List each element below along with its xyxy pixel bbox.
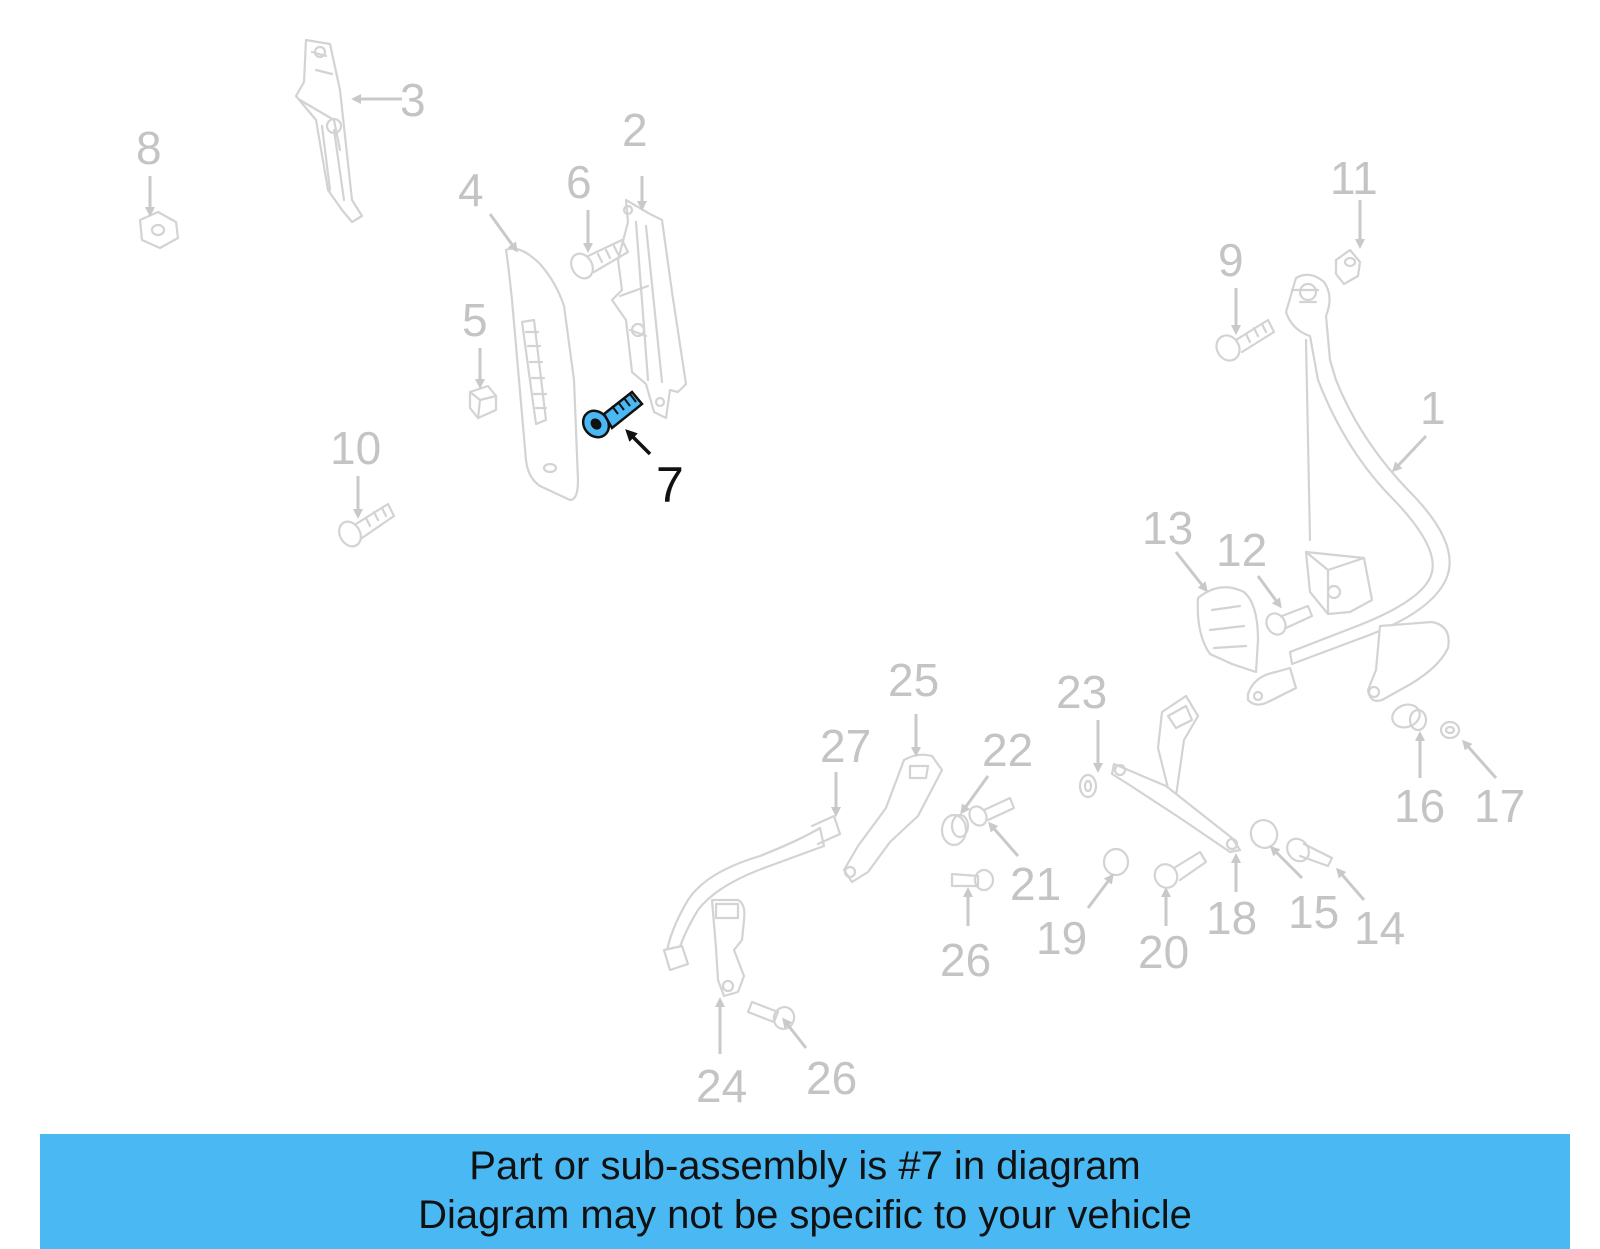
callout-13: 13 — [1142, 502, 1193, 554]
part-16-spacer — [1391, 703, 1428, 732]
callout-15: 15 — [1288, 886, 1339, 938]
part-2-bracket — [610, 198, 688, 420]
callout-4: 4 — [458, 164, 484, 216]
callout-24: 24 — [696, 1060, 747, 1112]
part-10-bolt — [338, 502, 396, 548]
callout-10: 10 — [330, 422, 381, 474]
part-3-height-adjuster — [294, 38, 364, 224]
part-8-nut — [138, 210, 180, 250]
part-1-seatbelt-retractor — [1246, 273, 1451, 706]
callout-labels: 3 8 2 6 4 5 10 11 9 1 13 12 25 23 27 22 … — [136, 74, 1525, 1112]
callout-16: 16 — [1394, 780, 1445, 832]
part-12-bolt — [1265, 604, 1314, 636]
callout-12: 12 — [1216, 524, 1267, 576]
callout-18: 18 — [1206, 892, 1257, 944]
part-20-bolt — [1153, 850, 1208, 889]
callout-2: 2 — [622, 104, 648, 156]
part-26-bolt-upper — [950, 868, 995, 892]
callout-19: 19 — [1036, 912, 1087, 964]
info-banner: Part or sub-assembly is #7 in diagram Di… — [40, 1134, 1570, 1249]
callout-23: 23 — [1056, 666, 1107, 718]
part-18-buckle-stalk — [1110, 694, 1242, 854]
part-9-bolt — [1215, 318, 1276, 362]
part-14-bolt — [1286, 837, 1334, 868]
part-21-bolt — [968, 796, 1016, 827]
callout-3: 3 — [400, 74, 426, 126]
callout-17: 17 — [1474, 780, 1525, 832]
callout-22: 22 — [982, 724, 1033, 776]
callout-leaders — [145, 94, 1498, 1054]
callout-1: 1 — [1420, 382, 1446, 434]
callout-20: 20 — [1138, 926, 1189, 978]
part-13-cover — [1196, 586, 1260, 674]
banner-line-2: Diagram may not be specific to your vehi… — [418, 1193, 1192, 1237]
part-17-washer — [1439, 720, 1461, 740]
part-6-bolt — [570, 238, 630, 280]
callout-8: 8 — [136, 122, 162, 174]
callout-6: 6 — [566, 156, 592, 208]
callout-14: 14 — [1354, 902, 1405, 954]
banner-line-1: Part or sub-assembly is #7 in diagram — [469, 1144, 1141, 1188]
part-24-buckle — [710, 898, 746, 998]
part-25-buckle — [842, 753, 944, 884]
part-4-trim-cover — [504, 247, 580, 502]
part-15-spacer — [1249, 819, 1279, 849]
part-19-plug — [1102, 847, 1130, 877]
callout-11: 11 — [1330, 152, 1378, 204]
callout-21: 21 — [1010, 858, 1061, 910]
part-22-cap — [940, 813, 970, 847]
callout-25: 25 — [888, 654, 939, 706]
part-5-clip — [468, 384, 498, 420]
part-27-belt — [662, 814, 842, 972]
callout-9: 9 — [1218, 234, 1244, 286]
part-11-spacer — [1334, 248, 1362, 286]
part-23-washer — [1078, 773, 1098, 799]
callout-26: 26 — [940, 934, 991, 986]
callout-7-highlighted: 7 — [656, 457, 684, 513]
callout-27: 27 — [820, 720, 871, 772]
part-7-bolt-highlighted[interactable] — [578, 390, 644, 442]
callout-5: 5 — [462, 294, 488, 346]
callout-26-lower: 26 — [806, 1052, 857, 1104]
